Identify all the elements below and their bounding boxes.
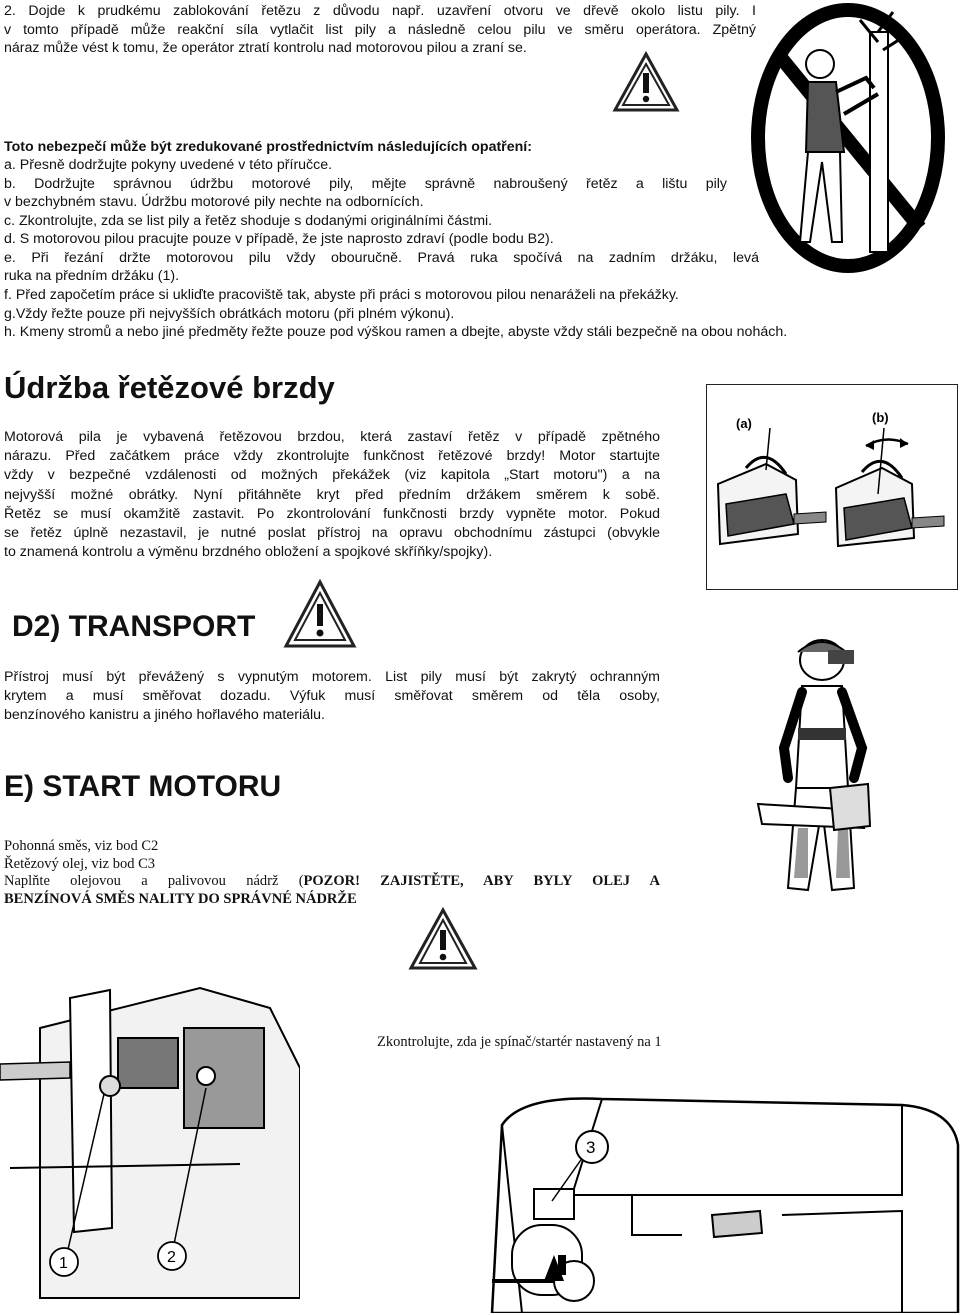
warning-triangle-icon	[283, 578, 357, 650]
text-line: benzínového kanistru a jiného hořlavého …	[4, 707, 325, 724]
text-line: to znamená kontrolu a výměnu brzdného ob…	[4, 544, 493, 561]
list-item: d. S motorovou pilou pracujte pouze v př…	[4, 231, 554, 247]
fill-warning-bold: POZOR! ZAJISTĚTE, ABY BYLY OLEJ A	[303, 873, 660, 889]
text-line: vždy v bezpečné vzdálenosti od možných p…	[4, 467, 660, 484]
text-line: 2. Dojde k prudkému zablokování řetězu z…	[4, 3, 756, 19]
callout-2: 2	[167, 1249, 176, 1266]
text-line: Motorová pila je vybavená řetězovou brzd…	[4, 429, 660, 445]
text-line: BENZÍNOVÁ SMĚS NALITY DO SPRÁVNÉ NÁDRŽE	[4, 890, 357, 907]
list-item: f. Před započetím práce si ukliďte praco…	[4, 287, 679, 303]
starter-figure: 3	[482, 1085, 960, 1313]
list-item: ruka na předním držáku (1).	[4, 268, 180, 284]
list-item: c. Zkontrolujte, zda se list pily a řetě…	[4, 212, 493, 229]
text-line: náraz může vést k tomu, že operátor ztra…	[4, 40, 527, 56]
text-line: nejvyšší možné obrátky. Nyní přitáhněte …	[4, 486, 660, 503]
engine-switch-figure: 1 2	[0, 968, 300, 1313]
text-line: Přístroj musí být převážený s vypnutým m…	[4, 669, 660, 685]
transport-paragraph: Přístroj musí být převážený s vypnutým m…	[4, 668, 660, 726]
text-line: v tomto případě může reakční síla vytlač…	[4, 21, 756, 38]
list-item: v bezchybném stavu. Údržbu motorové pily…	[4, 194, 424, 210]
figure-label-b: (b)	[872, 410, 889, 425]
list-item: a. Přesně dodržujte pokyny uvedené v tét…	[4, 157, 333, 173]
list-item: e. Při řezání držte motorovou pilu vždy …	[4, 249, 759, 266]
start-title: E) START MOTORU	[4, 770, 282, 803]
measures-list: a. Přesně dodržujte pokyny uvedené v tét…	[4, 156, 759, 286]
warning-triangle-icon	[408, 906, 478, 972]
start-paragraph: Pohonná směs, viz bod C2 Řetězový olej, …	[4, 838, 660, 908]
measures-heading: Toto nebezpečí může být zredukované pros…	[4, 139, 532, 155]
figure-label-a: (a)	[736, 416, 752, 431]
list-item: g.Vždy řežte pouze při nejvyšších obrátk…	[4, 305, 455, 322]
kickback-intro: 2. Dojde k prudkému zablokování řetězu z…	[4, 2, 756, 58]
no-kickback-sign-icon	[748, 2, 948, 274]
brake-paragraph: Motorová pila je vybavená řetězovou brzd…	[4, 428, 660, 562]
callout-1: 1	[59, 1255, 68, 1272]
text-line: Pohonná směs, viz bod C2	[4, 838, 159, 854]
text-line: Naplňte olejovou a palivovou nádrž (POZO…	[4, 873, 660, 891]
text-line: se řetěz úplně nezastavil, je nutné posl…	[4, 525, 660, 542]
text-line: Řetězový olej, viz bod C3	[4, 855, 156, 872]
fill-prefix: Naplňte olejovou a palivovou nádrž (	[4, 873, 304, 889]
text-line: Řetěz se musí okamžitě zastavit. Po zkon…	[4, 505, 660, 522]
text-line: nárazu. Před začátkem práce vždy zkontro…	[4, 448, 660, 465]
warning-triangle-icon	[612, 50, 680, 114]
transport-title: D2) TRANSPORT	[12, 610, 256, 643]
callout-3: 3	[586, 1138, 595, 1157]
brake-title: Údržba řetězové brzdy	[4, 370, 335, 405]
measures-list-wide: f. Před započetím práce si ukliďte praco…	[4, 286, 954, 342]
list-item: b. Dodržujte správnou údržbu motorové pi…	[4, 175, 727, 192]
transport-person-figure	[738, 628, 898, 908]
text-line: krytem a musí směřovat dozadu. Výfuk mus…	[4, 688, 660, 705]
check-caption: Zkontrolujte, zda je spínač/startér nast…	[377, 1034, 662, 1050]
chain-brake-figure: (a) (b)	[706, 384, 958, 590]
list-item: h. Kmeny stromů a nebo jiné předměty řež…	[4, 324, 788, 340]
